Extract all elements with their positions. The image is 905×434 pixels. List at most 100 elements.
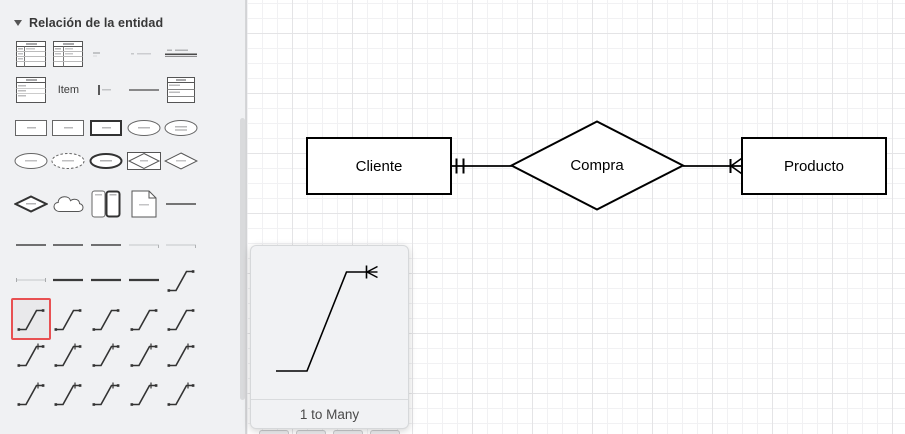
entity-rect-icon: [14, 120, 47, 136]
sidebar-shape-step-line[interactable]: [162, 299, 200, 339]
shape-row: [12, 266, 200, 294]
sidebar-shape-step-line-tick[interactable]: [50, 339, 88, 371]
step-line-tick-icon: [129, 341, 159, 369]
sidebar-shape-step-line[interactable]: [125, 299, 163, 339]
table-with-header-icon: [15, 41, 46, 67]
sidebar-shape-faint-line-ends[interactable]: [12, 266, 50, 294]
sidebar-shape-step-line-tick[interactable]: [162, 377, 200, 411]
sidebar-shape-solid-line[interactable]: [87, 238, 125, 252]
sidebar-shape-step-line-tick[interactable]: [50, 377, 88, 411]
sidebar-shape-labeled-divider[interactable]: [162, 40, 200, 68]
diamond-bold-icon: [13, 195, 48, 213]
tiny-item-icon: [127, 41, 161, 67]
sidebar-shape-solid-line[interactable]: [50, 238, 88, 252]
shape-row: Item: [12, 76, 200, 104]
sidebar-shape-attribute-ellipse[interactable]: [125, 118, 163, 138]
partial-rects-icon: [91, 190, 121, 218]
bold-line-icon: [127, 275, 161, 285]
shape-preview-name: 1 to Many: [251, 399, 408, 428]
partial-shape-thumbnail[interactable]: [296, 430, 326, 434]
sidebar-shape-plain-line[interactable]: [162, 188, 200, 220]
tiny-label-icon: [89, 41, 123, 67]
shapes-sidebar: Relación de la entidad Item: [0, 0, 246, 434]
shape-preview-popup: 1 to Many: [250, 245, 409, 429]
attribute-ellipse-underline-icon: [164, 119, 198, 137]
entity-producto[interactable]: Producto: [741, 137, 887, 195]
triangle-down-icon: [14, 20, 22, 26]
faint-line-icon: [164, 240, 198, 250]
sidebar-shape-ellipse-bold[interactable]: [87, 150, 125, 172]
sidebar-shape-step-line-tick[interactable]: [162, 339, 200, 371]
sidebar-shape-cloud[interactable]: [50, 188, 88, 220]
sidebar-shape-step-line[interactable]: [50, 299, 88, 339]
step-line-tick-icon: [16, 341, 46, 369]
ellipse-bold-icon: [89, 152, 123, 170]
sidebar-shape-table-simple[interactable]: [12, 76, 50, 104]
sidebar-shape-ellipse-dashed[interactable]: [50, 150, 88, 172]
entity-producto-label: Producto: [783, 157, 845, 175]
sidebar-shape-bold-line[interactable]: [50, 266, 88, 294]
shape-row: [12, 118, 200, 138]
sidebar-shape-step-line-tick[interactable]: [12, 377, 50, 411]
sidebar-shape-solid-line[interactable]: [12, 238, 50, 252]
partial-shape-thumbnail[interactable]: [259, 430, 289, 434]
sidebar-shape-entity-rect[interactable]: [12, 118, 50, 138]
sidebar-shape-step-line-tick[interactable]: [12, 339, 50, 371]
sidebar-shape-note[interactable]: [125, 188, 163, 220]
horizontal-line-icon: [127, 77, 161, 103]
sidebar-shape-tiny-label[interactable]: [87, 40, 125, 68]
partial-shape-thumbnail[interactable]: [333, 430, 363, 434]
entity-rect-bold-icon: [89, 120, 122, 136]
shape-row: [12, 188, 200, 220]
sidebar-shape-table-columns[interactable]: [50, 40, 88, 68]
relationship-compra-label: Compra: [570, 157, 624, 174]
sidebar-shape-bold-line[interactable]: [125, 266, 163, 294]
sidebar-shape-diamond-in-rect[interactable]: [125, 150, 163, 172]
sidebar-shape-entity-rect-bold[interactable]: [87, 118, 125, 138]
sidebar-shape-tiny-item[interactable]: [125, 40, 163, 68]
shape-preview-drawing: [251, 246, 408, 401]
shape-row: [11, 298, 200, 340]
sidebar-scrollbar-thumb[interactable]: [240, 118, 245, 400]
sidebar-shape-entity-rect[interactable]: [50, 118, 88, 138]
cloud-icon: [52, 192, 85, 216]
step-line-icon: [91, 305, 121, 333]
sidebar-shape-step-line[interactable]: [87, 299, 125, 339]
sidebar-shape-table-rows[interactable]: [162, 76, 200, 104]
plain-line-icon: [164, 199, 198, 209]
step-line-icon: [53, 305, 83, 333]
faint-line-icon: [127, 240, 161, 250]
sidebar-shape-diamond-plain[interactable]: [162, 150, 200, 172]
sidebar-shape-attribute-ellipse-underline[interactable]: [162, 118, 200, 138]
sidebar-shape-step-line[interactable]: [162, 266, 200, 294]
sidebar-shape-partial-rects[interactable]: [87, 188, 125, 220]
sidebar-shape-faint-line[interactable]: [125, 238, 163, 252]
entity-rect-icon: [52, 120, 85, 136]
sidebar-shape-table-with-header[interactable]: [12, 40, 50, 68]
item-shape-label: Item: [57, 84, 80, 96]
sidebar-shape-item-text[interactable]: Item: [50, 76, 88, 104]
sidebar-shape-step-line-tick[interactable]: [87, 339, 125, 371]
sidebar-shape-horizontal-line[interactable]: [125, 76, 163, 104]
step-line-icon: [166, 266, 196, 294]
sidebar-shape-step-line[interactable]: [11, 298, 51, 340]
sidebar-shape-step-line-tick[interactable]: [125, 339, 163, 371]
entity-cliente-label: Cliente: [355, 157, 403, 175]
solid-line-icon: [51, 240, 85, 250]
diamond-in-rect-icon: [126, 152, 161, 170]
sidebar-section-header[interactable]: Relación de la entidad: [14, 14, 229, 32]
sidebar-shape-faint-line[interactable]: [162, 238, 200, 252]
entity-cliente[interactable]: Cliente: [306, 137, 452, 195]
step-line-icon: [129, 305, 159, 333]
table-columns-icon: [53, 41, 84, 67]
sidebar-shape-bold-line[interactable]: [87, 266, 125, 294]
sidebar-shape-diamond-bold[interactable]: [12, 188, 50, 220]
step-line-tick-icon: [91, 380, 121, 408]
sidebar-shape-ellipse-plain[interactable]: [12, 150, 50, 172]
sidebar-shape-step-line-tick[interactable]: [125, 377, 163, 411]
partial-shape-thumbnail[interactable]: [370, 430, 400, 434]
faint-line-ends-icon: [14, 275, 48, 285]
note-icon: [131, 190, 157, 218]
sidebar-shape-step-line-tick[interactable]: [87, 377, 125, 411]
sidebar-shape-key-mark[interactable]: [87, 76, 125, 104]
